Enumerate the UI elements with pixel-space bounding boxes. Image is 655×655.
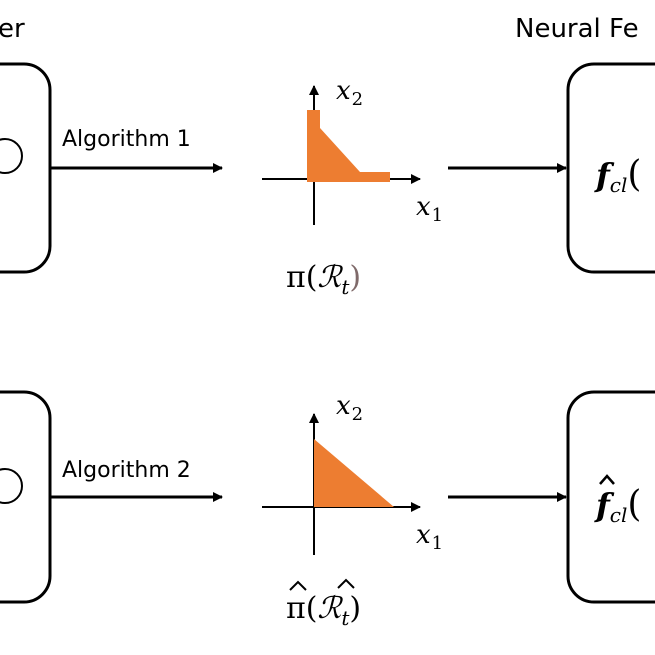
algorithm-label-row2: Algorithm 2	[62, 458, 191, 483]
header-left: er	[0, 14, 25, 44]
hat-pi-row2	[289, 580, 307, 591]
y-axis-label-row2: x2	[336, 391, 363, 425]
x-axis-label-row1: x1	[416, 192, 443, 226]
func-label-row1: fcl(	[594, 154, 641, 197]
node-circle-row1	[0, 138, 23, 174]
hat-R-row2	[337, 578, 355, 589]
algorithm-label-row1: Algorithm 1	[62, 127, 191, 152]
reachable-set-region-row2	[314, 439, 394, 507]
set-label-row2: π(ℛt)	[286, 591, 361, 630]
set-label-row1: π(ℛt)	[286, 260, 361, 299]
left-box-row1	[0, 62, 52, 274]
reachable-set-region-row1	[307, 110, 390, 182]
right-box-row1	[566, 62, 655, 274]
func-label-row2: fcl(	[594, 484, 641, 527]
x-axis-label-row2: x1	[416, 520, 443, 554]
node-circle-row2	[0, 468, 23, 504]
row-1: Algorithm 1 x2 x1 π(ℛt) fcl(	[0, 62, 655, 299]
row-2: Algorithm 2 x2 x1 π(ℛt) fcl(	[0, 390, 655, 630]
right-box-row2	[566, 390, 655, 604]
header-right: Neural Fe	[515, 14, 639, 44]
y-axis-label-row1: x2	[336, 76, 363, 110]
hat-f-row2	[599, 474, 615, 485]
left-box-row2	[0, 390, 52, 604]
